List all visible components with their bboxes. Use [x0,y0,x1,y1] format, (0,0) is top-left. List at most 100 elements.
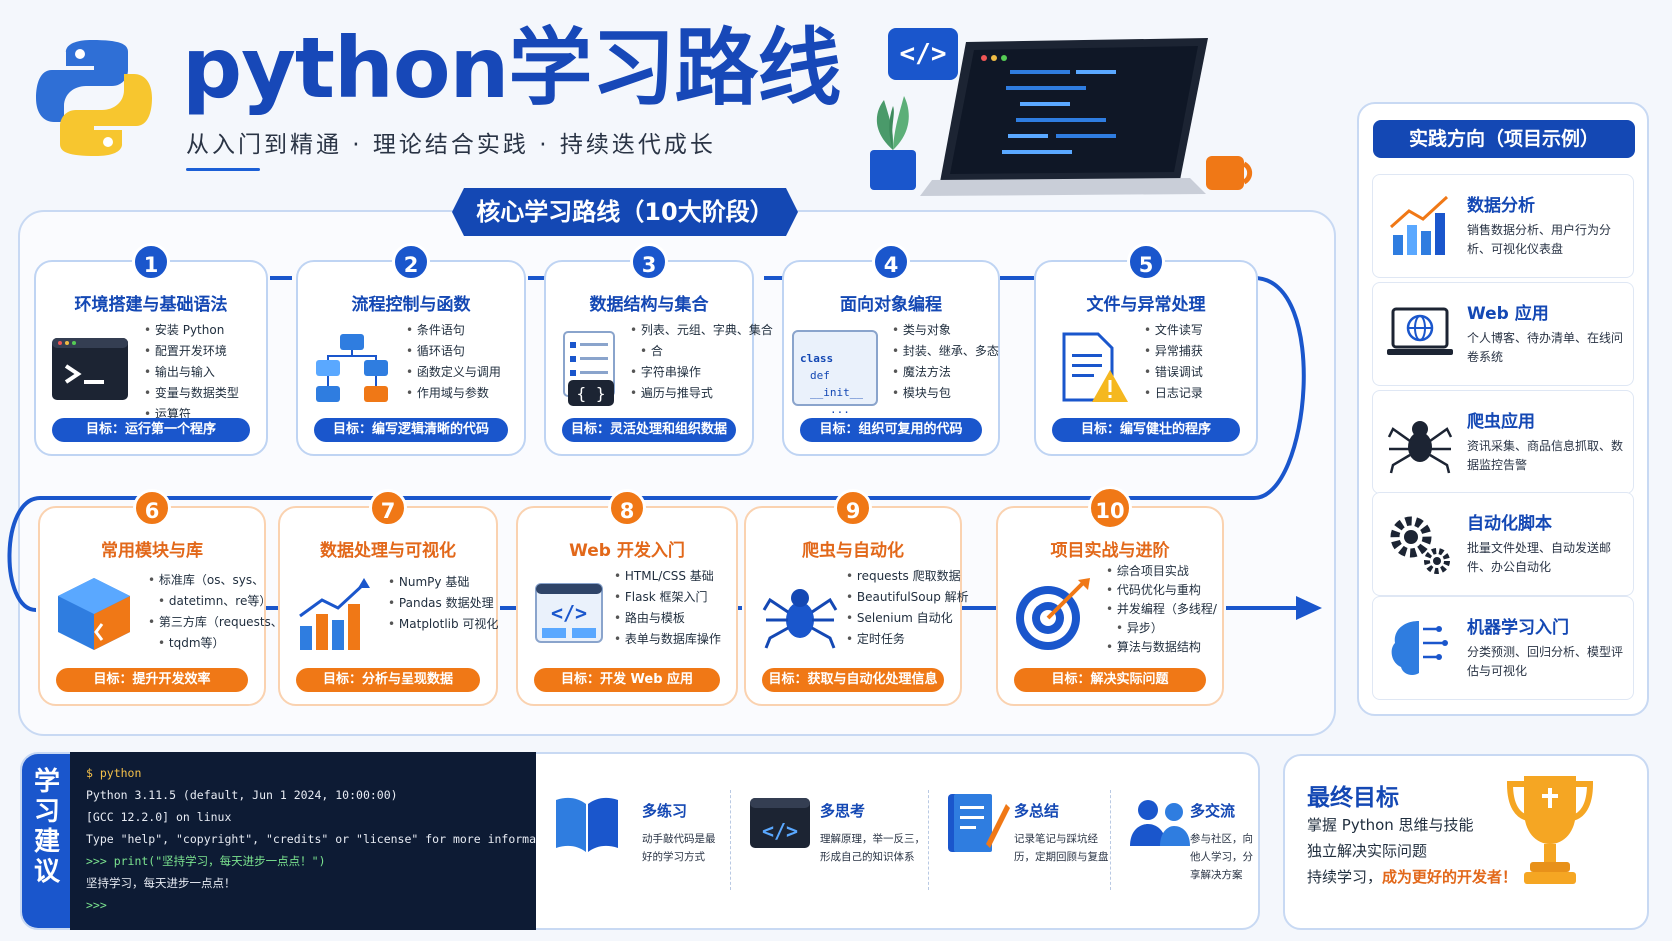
core-route-header: 核心学习路线（10大阶段） [452,188,798,236]
stage-number: 2 [392,243,430,281]
terminal-line: >>> [86,898,107,912]
practice-desc: 批量文件处理、自动发送邮件、办公自动化 [1467,541,1612,574]
stage-goal: 目标：分析与呈现数据 [296,668,480,692]
tip-divider [928,790,929,890]
tip-desc: 动手敲代码是最好的学习方式 [642,833,716,863]
final-goal-title: 最终目标 [1307,785,1399,811]
svg-text:{ }: { } [577,384,606,403]
stage-card-3[interactable]: 3 数据结构与集合 { } 列表、元组、字典、集合合字符串操作遍历与推导式 目标… [544,243,773,456]
stage-title: 数据结构与集合 [589,295,709,315]
stage-card-5[interactable]: 5 文件与异常处理 文件读写异常捕获错误调试日志记录 目标：编写健壮的程序 [1034,243,1258,456]
stage-items: HTML/CSS 基础Flask 框架入门路由与模板表单与数据库操作 [614,566,726,650]
stage-card-1[interactable]: 1 环境搭建与基础语法 安装 Python配置开发环境输出与输入变量与数据类型运… [34,243,268,456]
growth-chart-icon [1390,195,1449,255]
stage-title: 流程控制与函数 [351,295,471,315]
stage-title: 面向对象编程 [840,295,942,315]
stage-card-2[interactable]: 2 流程控制与函数 条件语句循环语句函数定义与调用作用域与参数 目标：编写逻辑清… [296,243,526,456]
brain-circuit-icon [1391,621,1448,675]
practice-title: Web 应用 [1467,304,1549,324]
spider-icon [762,589,838,649]
code-tag-icon: </> [888,28,958,80]
svg-text:</>: </> [762,819,798,843]
book-icon [556,797,618,852]
package-icon [58,578,130,650]
practice-item-crawler[interactable]: 爬虫应用 资讯采集、商品信息抓取、数据监控告警 [1372,390,1634,494]
flowchart-icon [316,334,388,402]
stage-items: 标准库（os、sys、datetimn、re等）第三方库（requests、tq… [148,570,283,654]
stage-number: 8 [608,489,646,527]
terminal-line: Python 3.11.5 (default, Jun 1 2024, 10:0… [86,788,398,802]
stage-card-8[interactable]: 8 Web 开发入门 </> HTML/CSS 基础Flask 框架入门路由与模… [516,489,738,706]
stage-goal: 目标：组织可复用的代码 [800,418,982,442]
practice-item-ml[interactable]: 机器学习入门 分类预测、回归分析、模型评估与可视化 [1372,596,1634,700]
stage-goal: 目标：开发 Web 应用 [534,668,720,692]
stage-number: 1 [132,243,170,281]
stage-items: 文件读写异常捕获错误调试日志记录 [1144,320,1256,404]
laptop-illustration [870,38,1253,196]
tip-divider [1110,790,1111,890]
stage-items: 类与对象封装、继承、多态魔法方法模块与包 [892,320,1004,404]
stage-number: 6 [133,489,171,527]
practice-title: 数据分析 [1467,196,1535,216]
stage-card-4[interactable]: 4 面向对象编程 class def __init__ ... 类与对象封装、继… [782,243,1000,456]
practice-desc: 分类预测、回归分析、模型评估与可视化 [1467,645,1624,678]
final-goal-line: 独立解决实际问题 [1307,842,1428,860]
tip-desc: 参与社区，向他人学习，分享解决方案 [1190,833,1253,881]
class-code-icon: class def __init__ ... [792,330,878,416]
stage-number: 10 [1088,486,1132,530]
stage-goal: 目标：运行第一个程序 [52,418,250,442]
tip-practice: 多练习 动手敲代码是最好的学习方式 [552,790,732,900]
gears-icon [1390,516,1450,574]
practice-desc: 个人博客、待办清单、在线问卷系统 [1467,331,1624,364]
people-icon [1130,800,1190,846]
practice-item-data-analysis[interactable]: 数据分析 销售数据分析、用户行为分析、可视化仪表盘 [1372,174,1634,278]
stage-card-9[interactable]: 9 爬虫与自动化 requests 爬取数据BeautifulSoup 解析Se… [744,489,969,706]
stage-number: 7 [369,489,407,527]
stage-goal: 目标：获取与自动化处理信息 [762,668,944,692]
notebook-icon [948,794,1010,852]
stage-card-10[interactable]: 10 项目实战与进阶 综合项目实战代码优化与重构并发编程（多线程/异步）算法与数… [996,486,1224,706]
stage-card-6[interactable]: 6 常用模块与库 标准库（os、sys、datetimn、re等）第三方库（re… [38,489,283,706]
stage-items: 综合项目实战代码优化与重构并发编程（多线程/异步）算法与数据结构 [1106,562,1218,657]
study-advice-tab: 学习建议 [22,754,72,928]
file-warning-icon [1062,332,1128,402]
stage-title: 文件与异常处理 [1086,295,1206,315]
tip-divider [730,790,731,890]
final-goal-line: 掌握 Python 思维与技能 [1307,816,1474,834]
practice-title: 自动化脚本 [1467,514,1552,534]
stage-title: Web 开发入门 [569,541,685,561]
stage-number: 9 [834,489,872,527]
stage-title: 数据处理与可视化 [320,541,456,561]
practice-item-web-app[interactable]: Web 应用 个人博客、待办清单、在线问卷系统 [1372,282,1634,386]
terminal-line: 坚持学习，每天进步一点点！ [86,876,236,890]
page-subtitle: 从入门到精通 · 理论结合实践 · 持续迭代成长 [186,132,716,158]
code-window-icon: </> [750,798,810,848]
tip-desc: 记录笔记与踩坑经历，定期回顾与复盘 [1014,833,1109,863]
stage-title: 爬虫与自动化 [802,541,904,561]
tip-title: 多思考 [820,802,866,820]
stage-items: requests 爬取数据BeautifulSoup 解析Selenium 自动… [846,566,969,650]
terminal-window: $ python Python 3.11.5 (default, Jun 1 2… [70,752,536,930]
tip-title: 多练习 [642,802,688,820]
terminal-icon [52,338,128,400]
stage-goal: 目标：解决实际问题 [1014,668,1206,692]
stage-title: 常用模块与库 [101,541,203,561]
target-icon [1016,578,1090,650]
practice-item-automation[interactable]: 自动化脚本 批量文件处理、自动发送邮件、办公自动化 [1372,492,1634,596]
tip-summarize: 多总结 记录笔记与踩坑经历，定期回顾与复盘 [942,790,1122,900]
globe-laptop-icon [1387,307,1453,355]
stage-card-7[interactable]: 7 数据处理与可视化 NumPy 基础Pandas 数据处理Matplotlib… [278,489,498,706]
subtitle-underline [186,168,260,171]
terminal-line: >>> print("坚持学习，每天进步一点点！") [86,854,326,868]
stage-items: 安装 Python配置开发环境输出与输入变量与数据类型运算符 [144,320,256,425]
tip-think: </> 多思考 理解原理，举一反三，形成自己的知识体系 [746,790,926,900]
stage-number: 4 [872,243,910,281]
list-braces-icon: { } [563,331,615,406]
page-title: python学习路线 [182,19,841,117]
tip-desc: 理解原理，举一反三，形成自己的知识体系 [820,833,925,863]
stage-title: 项目实战与进阶 [1050,541,1170,561]
spider-icon [1387,421,1453,474]
python-logo [36,40,152,156]
svg-text:</>: </> [551,601,587,625]
